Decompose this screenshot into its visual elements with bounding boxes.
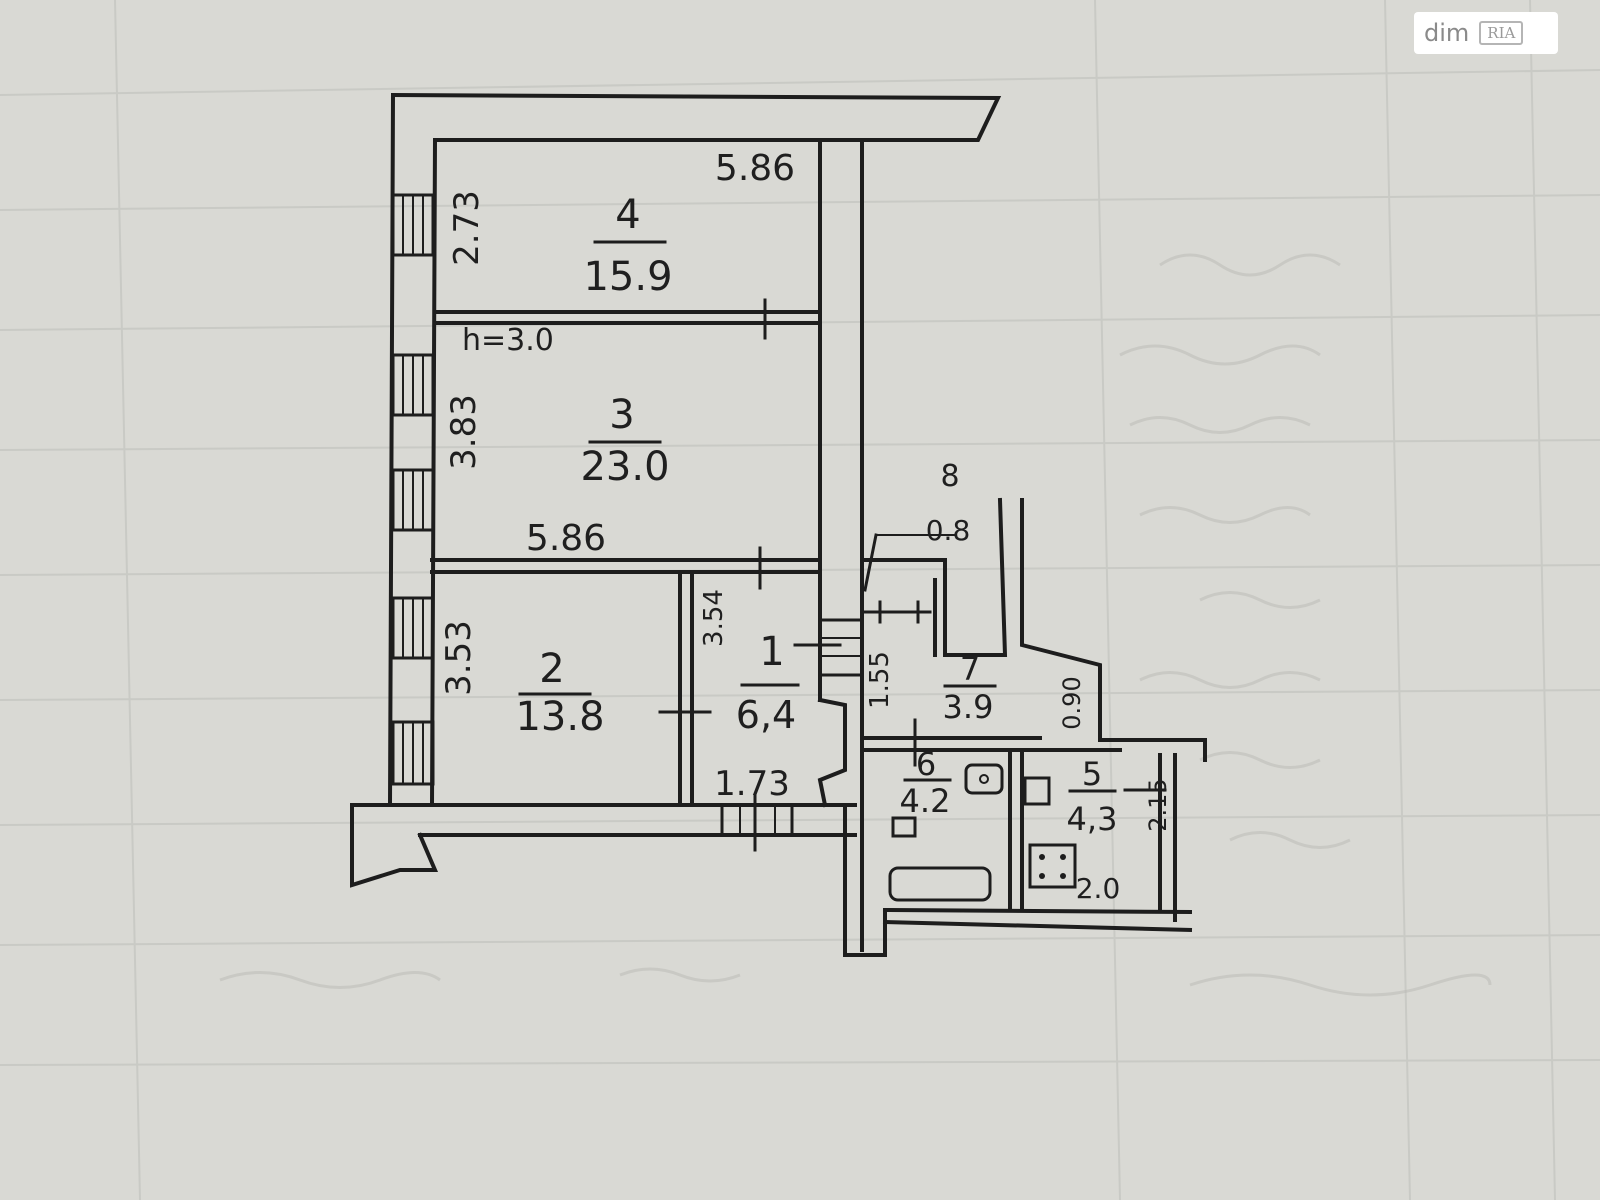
- svg-text:7: 7: [960, 650, 980, 688]
- svg-text:4,3: 4,3: [1067, 800, 1118, 838]
- svg-text:3: 3: [609, 392, 634, 438]
- toilet-icon: [891, 816, 917, 838]
- dim-room3-depth: 3.83: [444, 394, 484, 470]
- dim-room5-opening: 0.90: [1058, 676, 1086, 729]
- svg-text:4: 4: [615, 192, 640, 238]
- walls: [350, 92, 1207, 957]
- dim-room2-depth: 3.53: [439, 620, 479, 696]
- room-6-label: 6 4.2: [900, 745, 952, 820]
- window-5: [391, 720, 435, 786]
- svg-text:8: 8: [940, 459, 959, 494]
- svg-text:1: 1: [759, 629, 784, 675]
- stove-icon: [1028, 843, 1077, 889]
- room-1-label: 1 6,4: [736, 629, 800, 737]
- room-5-label: 5 4,3: [1067, 755, 1118, 838]
- watermark-ria-logo: RIA: [1479, 21, 1524, 45]
- dim-room4-depth: 2.73: [447, 190, 487, 266]
- svg-text:3.9: 3.9: [943, 688, 994, 726]
- svg-text:6,4: 6,4: [736, 693, 796, 737]
- kitchen-sink-icon: [1023, 776, 1051, 806]
- svg-text:15.9: 15.9: [583, 254, 672, 300]
- room-8-label: 8 0.8: [926, 459, 971, 547]
- svg-text:5: 5: [1082, 755, 1102, 793]
- room-labels: 4 15.9 3 23.0 2 13.8 1 6,4 7 3.9 6 4.2: [515, 192, 1117, 838]
- dim-room4-width: 5.86: [715, 148, 795, 189]
- room-2-label: 2 13.8: [515, 646, 604, 740]
- svg-text:23.0: 23.0: [580, 444, 669, 490]
- watermark-dim-text: dim: [1424, 19, 1470, 47]
- watermark-badge: dim RIA: [1414, 12, 1558, 54]
- svg-text:4.2: 4.2: [900, 782, 951, 820]
- room-7-label: 7 3.9: [943, 650, 997, 726]
- window-2: [391, 353, 435, 417]
- dim-room1-depth: 3.54: [699, 589, 729, 647]
- dim-room3-width: 5.86: [526, 518, 606, 559]
- dim-room1-width: 1.73: [714, 764, 790, 804]
- ceiling-height: h=3.0: [462, 323, 554, 358]
- window-1: [391, 193, 435, 257]
- window-3: [391, 468, 435, 532]
- window-entry: [720, 803, 794, 837]
- room-3-label: 3 23.0: [580, 392, 669, 490]
- room-4-label: 4 15.9: [583, 192, 672, 300]
- svg-text:2: 2: [539, 646, 564, 692]
- dim-room5-width: 2.0: [1076, 872, 1121, 905]
- svg-text:6: 6: [916, 745, 936, 783]
- sink-icon: [964, 763, 1004, 795]
- show-through-marks: [219, 253, 1492, 997]
- dimension-labels: 5.86 2.73 h=3.0 3.83 5.86 3.53 3.54 1.73…: [439, 148, 1172, 905]
- windows: [391, 193, 864, 837]
- door-marks: [658, 298, 1167, 852]
- door-stack: [818, 618, 864, 677]
- dim-room5-depth: 2.15: [1144, 778, 1172, 831]
- dim-room7-depth: 1.55: [865, 651, 895, 709]
- svg-text:13.8: 13.8: [515, 694, 604, 740]
- window-4: [391, 596, 435, 660]
- bathtub-icon: [888, 866, 992, 902]
- svg-text:0.8: 0.8: [926, 514, 971, 547]
